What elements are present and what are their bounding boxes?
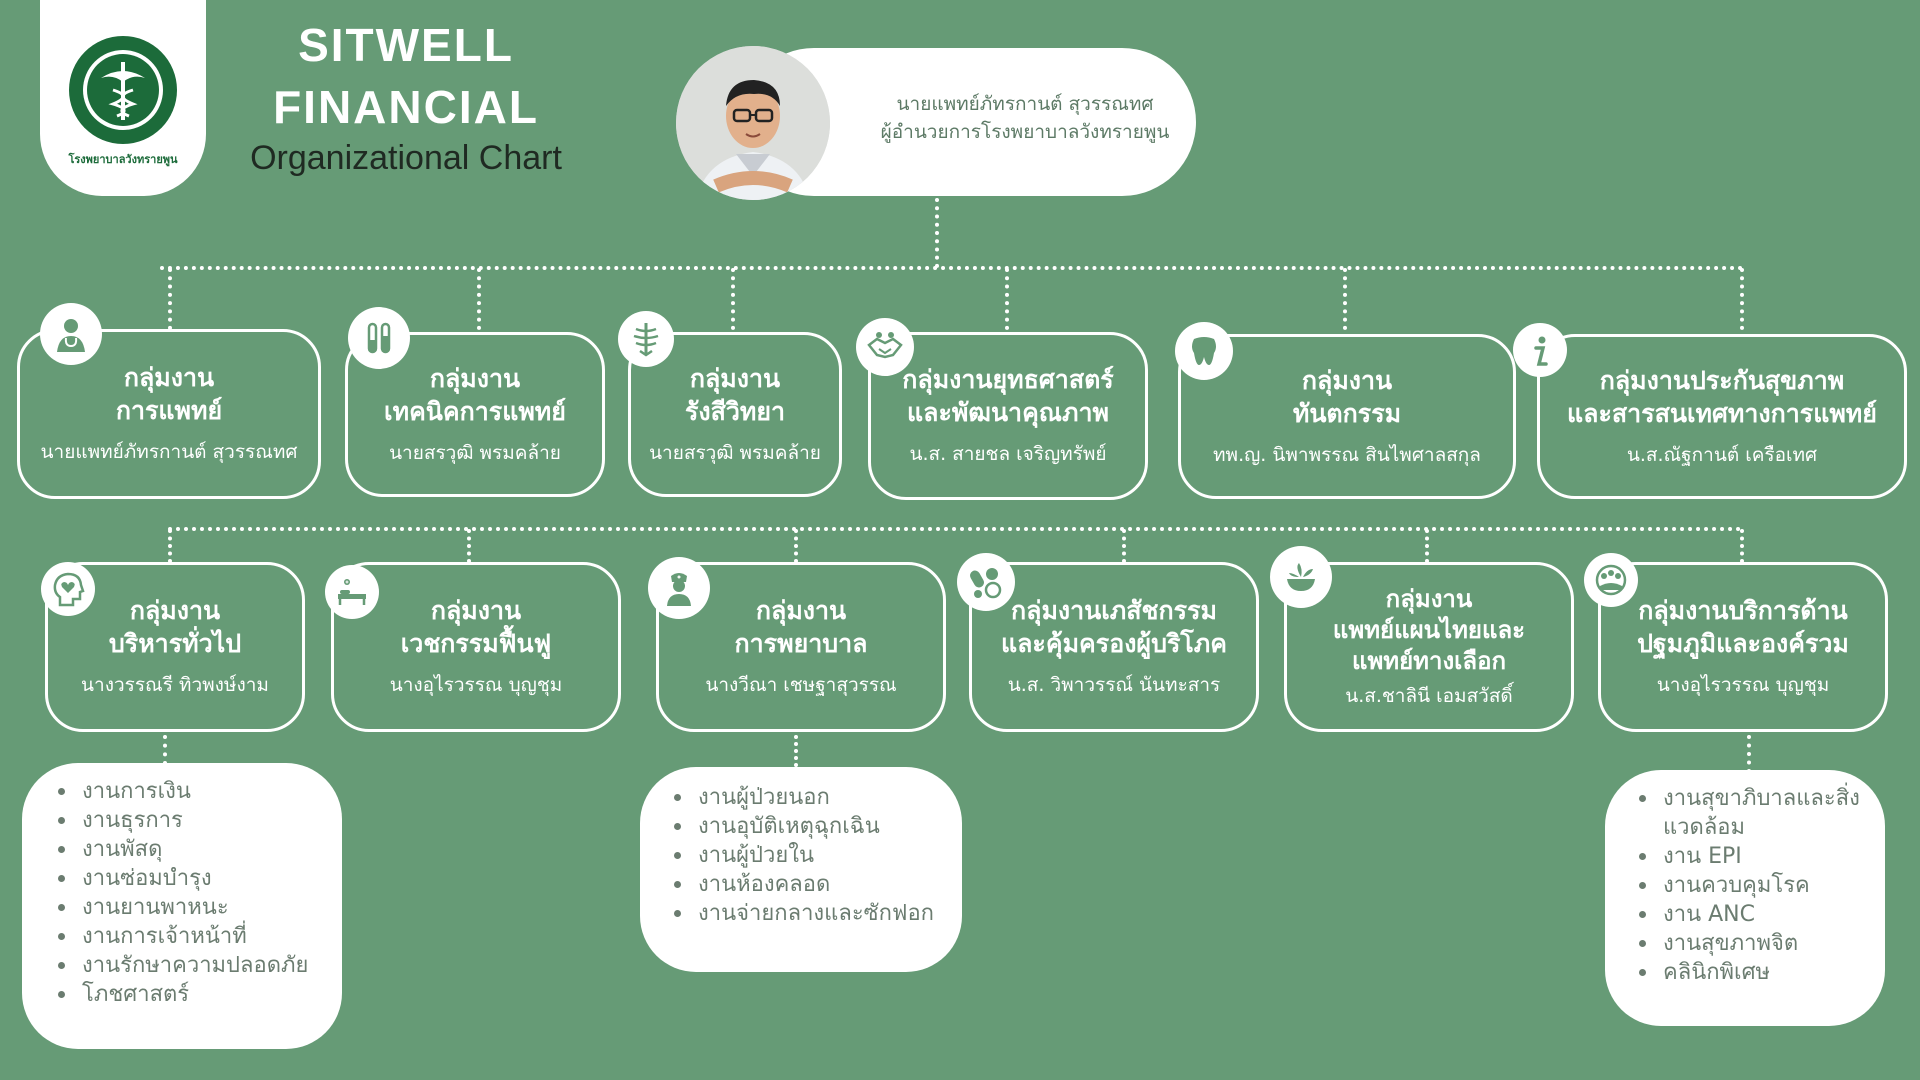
group-title: กลุ่มงาน เทคนิคการแพทย์ bbox=[384, 363, 566, 426]
tooth-icon bbox=[1175, 322, 1233, 380]
group-title: กลุ่มงาน ทันตกรรม bbox=[1292, 365, 1402, 428]
list-item: งานสุขาภิบาลและสิ่งแวดล้อม bbox=[1633, 784, 1871, 842]
group-head: น.ส. สายชล เจริญทรัพย์ bbox=[909, 443, 1107, 465]
group-dentistry: กลุ่มงาน ทันตกรรม ทพ.ญ. นิพาพรรณ สินไพศา… bbox=[1178, 334, 1516, 499]
group-head: นางอุไรวรรณ บุญชุม bbox=[389, 674, 563, 696]
community-icon bbox=[1584, 553, 1638, 607]
admin-tasks-list: งานการเงิน งานธุรการ งานพัสดุ งานซ่อมบำร… bbox=[22, 763, 342, 1049]
head-heart-icon bbox=[41, 562, 95, 616]
group-title: กลุ่มงาน การแพทย์ bbox=[115, 363, 223, 425]
connector bbox=[1425, 529, 1429, 563]
list-item: งานธุรการ bbox=[52, 806, 322, 835]
test-tubes-icon bbox=[348, 307, 410, 369]
list-item: งานการเจ้าหน้าที่ bbox=[52, 922, 322, 951]
group-pharmacy-consumer-protection: กลุ่มงานเภสัชกรรม และคุ้มครองผู้บริโภค น… bbox=[969, 562, 1259, 732]
group-head: นายแพทย์ภัทรกานต์ สุวรรณทศ bbox=[40, 441, 298, 463]
pills-icon bbox=[957, 553, 1015, 611]
list-item: งานรักษาความปลอดภัย bbox=[52, 951, 322, 980]
group-primary-holistic-care: กลุ่มงานบริการด้าน ปฐมภูมิและองค์รวม นาง… bbox=[1598, 562, 1888, 732]
connector bbox=[794, 735, 798, 767]
nurse-icon bbox=[648, 557, 710, 619]
group-strategy-quality: กลุ่มงานยุทธศาสตร์ และพัฒนาคุณภาพ น.ส. ส… bbox=[868, 332, 1148, 500]
connector bbox=[1122, 529, 1126, 563]
group-rehabilitation: กลุ่มงาน เวชกรรมฟื้นฟู นางอุไรวรรณ บุญชุ… bbox=[331, 562, 621, 732]
connector bbox=[731, 268, 735, 330]
connector bbox=[477, 268, 481, 330]
list-item: งานผู้ป่วยใน bbox=[668, 841, 946, 870]
group-head: นายสรวุฒิ พรมคล้าย bbox=[649, 441, 821, 464]
ministry-seal-icon bbox=[69, 36, 177, 144]
list-item: งานสุขภาพจิต bbox=[1633, 929, 1871, 958]
connector bbox=[467, 529, 471, 563]
list-item: โภชศาสตร์ bbox=[52, 980, 322, 1009]
list-item: งานจ่ายกลางและซักฟอก bbox=[668, 899, 946, 928]
title-line-2: FINANCIAL bbox=[273, 81, 539, 133]
director-photo bbox=[676, 46, 830, 200]
connector bbox=[160, 266, 1744, 270]
connector bbox=[1740, 268, 1744, 330]
group-head: น.ส.ชาลินี เอมสวัสดิ์ bbox=[1345, 684, 1513, 707]
connector bbox=[1005, 268, 1009, 330]
list-item: งานซ่อมบำรุง bbox=[52, 864, 322, 893]
group-title: กลุ่มงานยุทธศาสตร์ และพัฒนาคุณภาพ bbox=[902, 365, 1114, 427]
rehab-bed-icon bbox=[325, 565, 379, 619]
connector bbox=[1747, 735, 1751, 773]
group-head: น.ส. วิพาวรรณ์ นันทะสาร bbox=[1007, 674, 1221, 696]
list-item: งานอุบัติเหตุฉุกเฉิน bbox=[668, 812, 946, 841]
list-item: งานพัสดุ bbox=[52, 835, 322, 864]
list-item: งานยานพาหนะ bbox=[52, 893, 322, 922]
group-title: กลุ่มงานเภสัชกรรม และคุ้มครองผู้บริโภค bbox=[1000, 596, 1227, 658]
herb-bowl-icon bbox=[1270, 546, 1332, 608]
group-title: กลุ่มงานประกันสุขภาพ และสารสนเทศทางการแพ… bbox=[1567, 365, 1877, 428]
connector bbox=[794, 529, 798, 563]
group-head: น.ส.ณัฐกานต์ เครือเทศ bbox=[1626, 443, 1818, 466]
group-head: นางวีณา เชษฐาสุวรรณ bbox=[705, 674, 897, 696]
xray-icon bbox=[618, 311, 674, 367]
group-title: กลุ่มงาน เวชกรรมฟื้นฟู bbox=[400, 596, 552, 658]
page-title: SITWELL FINANCIAL bbox=[236, 14, 576, 138]
group-head: นางอุไรวรรณ บุญชุม bbox=[1656, 674, 1830, 696]
group-title: กลุ่มงานบริการด้าน ปฐมภูมิและองค์รวม bbox=[1637, 596, 1849, 658]
director-info: นายแพทย์ภัทรกานต์ สุวรรณทศ ผู้อำนวยการโร… bbox=[860, 90, 1190, 146]
group-head: ทพ.ญ. นิพาพรรณ สินไพศาลสกุล bbox=[1213, 443, 1481, 466]
hospital-logo: โรงพยาบาลวังทรายพูน bbox=[40, 0, 206, 196]
group-title: กลุ่มงาน รังสีวิทยา bbox=[684, 363, 786, 426]
connector bbox=[1740, 529, 1744, 563]
group-title: กลุ่มงาน แพทย์แผนไทยและ แพทย์ทางเลือก bbox=[1332, 584, 1526, 675]
list-item: งาน EPI bbox=[1633, 842, 1871, 871]
director-name: นายแพทย์ภัทรกานต์ สุวรรณทศ bbox=[896, 93, 1154, 115]
nursing-tasks-list: งานผู้ป่วยนอก งานอุบัติเหตุฉุกเฉิน งานผู… bbox=[640, 767, 962, 972]
group-thai-traditional-medicine: กลุ่มงาน แพทย์แผนไทยและ แพทย์ทางเลือก น.… bbox=[1284, 562, 1574, 732]
connector bbox=[935, 198, 939, 268]
group-head: นางวรรณรี ทิวพงษ์งาม bbox=[81, 674, 269, 696]
list-item: งานการเงิน bbox=[52, 777, 322, 806]
doctor-icon bbox=[40, 303, 102, 365]
director-position: ผู้อำนวยการโรงพยาบาลวังทรายพูน bbox=[880, 121, 1170, 143]
group-head: นายสรวุฒิ พรมคล้าย bbox=[389, 441, 561, 464]
director-portrait-icon bbox=[676, 46, 830, 200]
list-item: งาน ANC bbox=[1633, 900, 1871, 929]
handshake-icon bbox=[856, 318, 914, 376]
connector bbox=[168, 527, 1742, 531]
primary-care-tasks-list: งานสุขาภิบาลและสิ่งแวดล้อม งาน EPI งานคว… bbox=[1605, 770, 1885, 1026]
connector bbox=[168, 529, 172, 563]
list-item: งานห้องคลอด bbox=[668, 870, 946, 899]
info-icon bbox=[1513, 323, 1567, 377]
title-line-1: SITWELL bbox=[298, 19, 514, 71]
hospital-name: โรงพยาบาลวังทรายพูน bbox=[68, 153, 178, 166]
connector bbox=[168, 268, 172, 330]
page-subtitle: Organizational Chart bbox=[250, 139, 562, 177]
list-item: งานผู้ป่วยนอก bbox=[668, 783, 946, 812]
connector bbox=[1343, 268, 1347, 330]
list-item: คลินิกพิเศษ bbox=[1633, 958, 1871, 987]
list-item: งานควบคุมโรค bbox=[1633, 871, 1871, 900]
group-health-insurance-informatics: กลุ่มงานประกันสุขภาพ และสารสนเทศทางการแพ… bbox=[1537, 334, 1907, 499]
group-title: กลุ่มงาน การพยาบาล bbox=[734, 596, 868, 658]
connector bbox=[163, 735, 167, 765]
group-title: กลุ่มงาน บริหารทั่วไป bbox=[108, 596, 242, 658]
